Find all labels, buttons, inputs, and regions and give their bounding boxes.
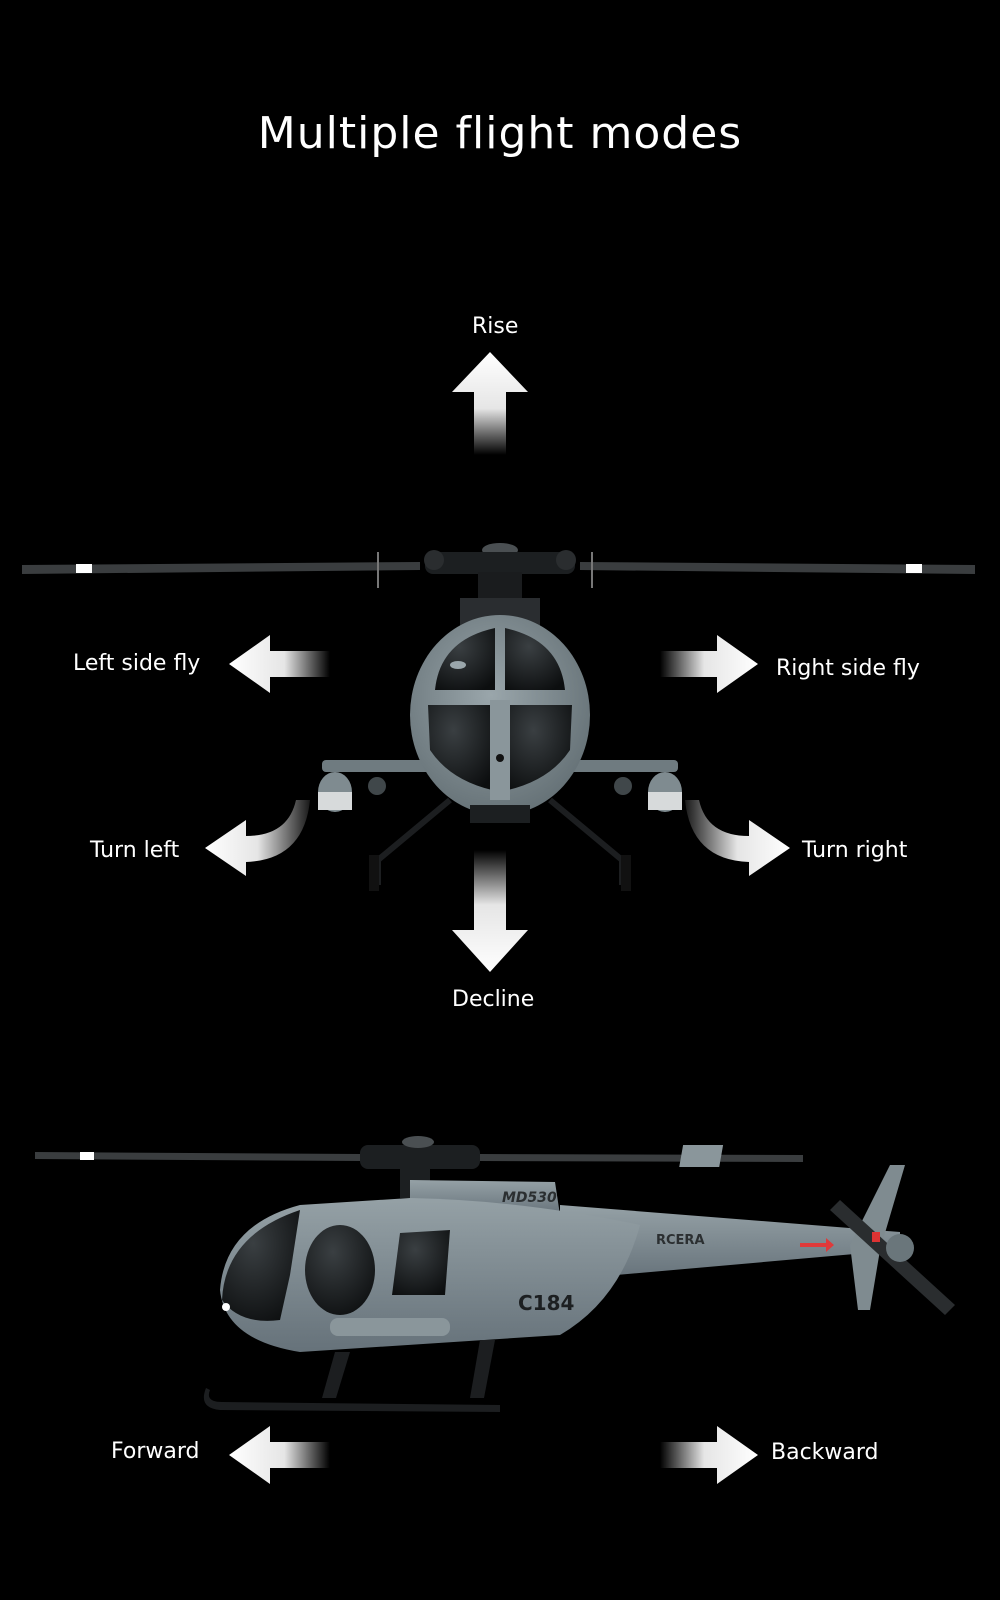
forward-label: Forward: [111, 1439, 200, 1464]
helicopter-front-view: [22, 543, 975, 891]
helicopter-side-view: MD530 RCERA C184: [35, 1136, 955, 1412]
forward-arrow-icon: [229, 1426, 330, 1484]
left-side-fly-label: Left side fly: [73, 651, 201, 676]
rise-arrow-icon: [452, 352, 528, 455]
right-side-fly-label: Right side fly: [776, 656, 920, 681]
code-marking: C184: [518, 1291, 574, 1315]
right-side-arrow-icon: [660, 635, 758, 693]
decline-arrow-icon: [452, 850, 528, 972]
backward-label: Backward: [771, 1440, 879, 1465]
turn-right-arrow-icon: [685, 800, 790, 876]
brand-marking: RCERA: [656, 1233, 705, 1248]
decline-label: Decline: [452, 987, 535, 1012]
left-side-arrow-icon: [229, 635, 330, 693]
turn-left-arrow-icon: [205, 800, 310, 876]
backward-arrow-icon: [660, 1426, 758, 1484]
page-title: Multiple flight modes: [257, 108, 743, 159]
turn-left-label: Turn left: [90, 838, 180, 863]
rise-label: Rise: [472, 314, 519, 339]
model-marking: MD530: [502, 1190, 557, 1206]
turn-right-label: Turn right: [802, 838, 908, 863]
